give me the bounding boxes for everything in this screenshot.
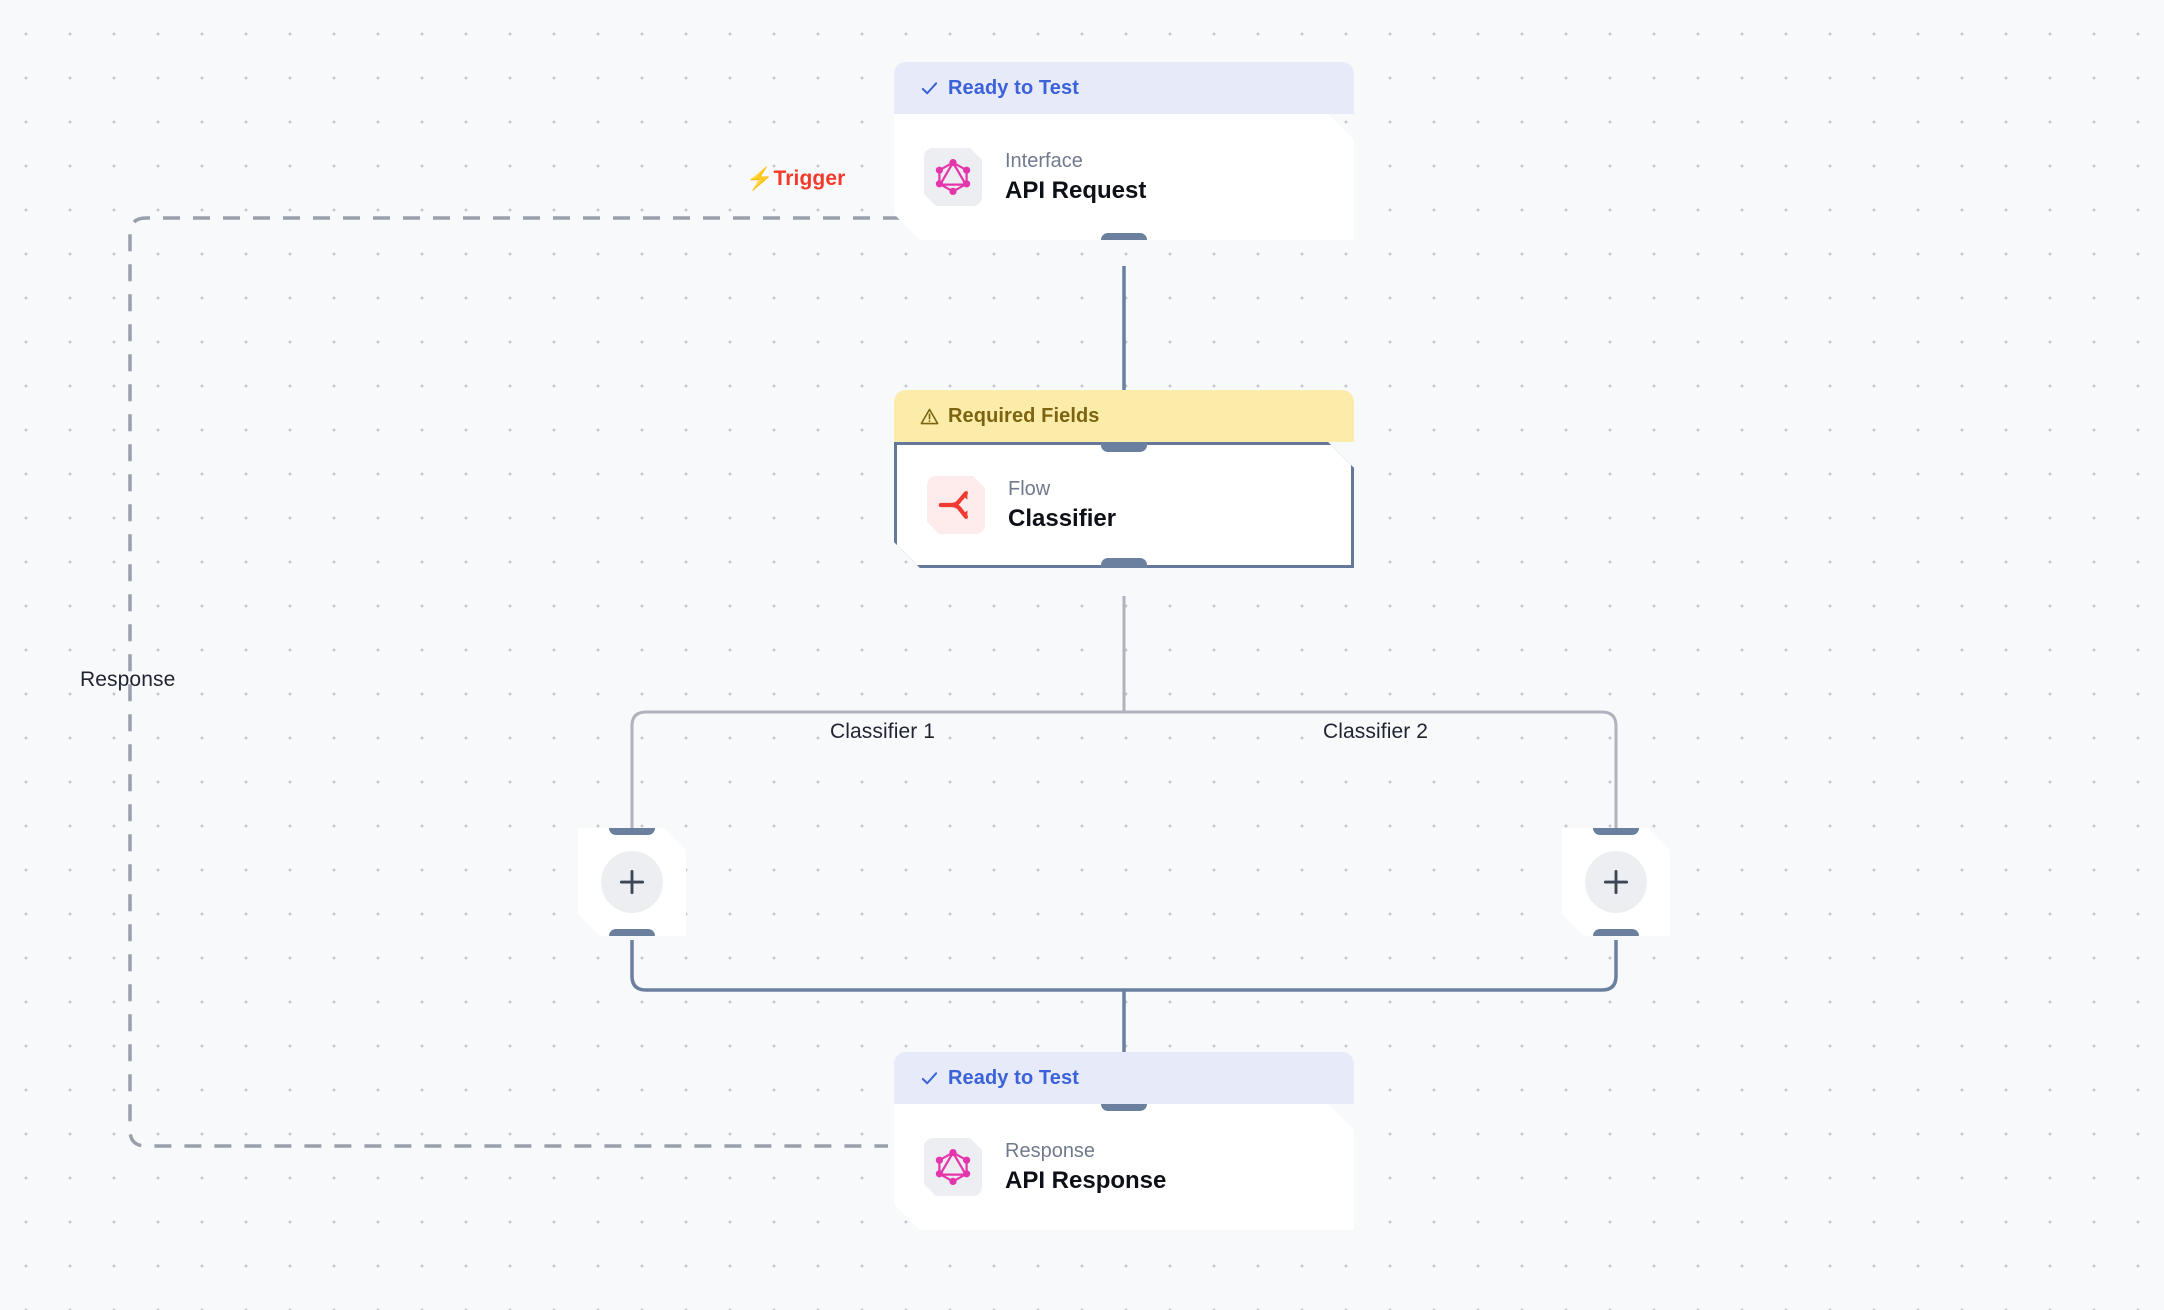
node-card-classifier[interactable]: Flow Classifier [894,442,1354,568]
handle-target-top[interactable] [1593,820,1639,835]
edge-label-response: Response [80,668,176,691]
node-classifier[interactable]: Required Fields Flow [894,390,1354,568]
status-badge-label: Ready to Test [948,1066,1079,1089]
node-text-block: Interface API Request [1005,149,1146,206]
warning-triangle-icon [920,407,939,426]
status-badge-label: Required Fields [948,404,1100,427]
handle-source-bottom[interactable] [609,929,655,944]
status-badge-ready-to-test: Ready to Test [894,1052,1354,1104]
check-icon [920,79,939,98]
node-text-block: Flow Classifier [1008,477,1116,534]
node-api-request[interactable]: Ready to Test [894,62,1354,240]
handle-source-bottom[interactable] [1101,233,1147,248]
edge-label-classifier-2: Classifier 2 [1313,720,1439,744]
node-api-response[interactable]: Ready to Test [894,1052,1354,1230]
graphql-icon [924,148,982,206]
graphql-icon [924,1138,982,1196]
flow-shuffle-icon [927,476,985,534]
check-icon [920,1069,939,1088]
node-title: API Request [1005,176,1147,204]
node-card-api-response[interactable]: Response API Response [894,1104,1354,1230]
edge-label-trigger: ⚡ Trigger [746,167,845,191]
plus-icon [1601,867,1631,897]
edge-label-trigger-text: Trigger [773,167,846,190]
lightning-bolt-icon: ⚡ [746,166,774,191]
node-title: Classifier [1008,504,1117,532]
edge-branch-2-merge [1124,940,1618,992]
node-category: Response [1005,1139,1096,1162]
status-badge-ready-to-test: Ready to Test [894,62,1354,114]
handle-source-bottom[interactable] [1101,558,1147,573]
plus-icon [617,867,647,897]
node-card-api-request[interactable]: Interface API Request [894,114,1354,240]
status-badge-label: Ready to Test [948,76,1079,99]
plus-circle[interactable] [601,851,663,913]
edge-branch-1-merge [630,940,1124,992]
handle-source-bottom[interactable] [1593,929,1639,944]
node-text-block: Response API Response [1005,1139,1166,1196]
plus-circle[interactable] [1585,851,1647,913]
add-node-branch-1[interactable] [578,828,686,936]
edge-label-classifier-1: Classifier 1 [820,720,946,744]
node-category: Interface [1005,149,1083,172]
node-title: API Response [1005,1166,1167,1194]
status-badge-required-fields: Required Fields [894,390,1354,442]
handle-target-top[interactable] [609,820,655,835]
add-node-branch-2[interactable] [1562,828,1670,936]
node-category: Flow [1008,477,1051,500]
edge-trigger-response-loop [128,216,900,1148]
